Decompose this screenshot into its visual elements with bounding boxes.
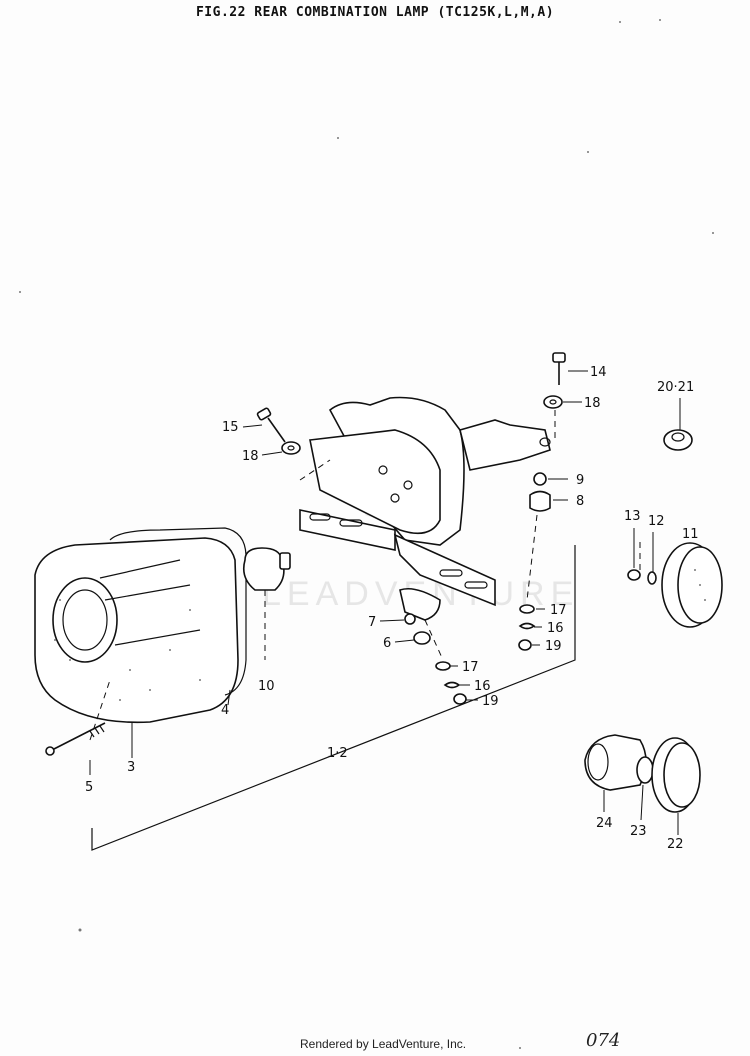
scan-specks: [19, 19, 714, 1049]
lamp-bracket: [299, 396, 551, 621]
leader-lines: [89, 370, 681, 835]
callout-5: 5: [85, 780, 93, 795]
assembly-bracket-line: [91, 545, 576, 851]
callout-14: 14: [590, 365, 607, 380]
reflector-lens-22: [651, 737, 701, 813]
footer-credit: Rendered by LeadVenture, Inc.: [300, 1037, 467, 1051]
callout-17: 17: [462, 660, 479, 675]
bracket-screw: [404, 613, 416, 625]
alignment-line: [526, 514, 538, 601]
lamp-gasket: [109, 527, 247, 696]
nut-19-left: [453, 693, 467, 705]
callout-18: 18: [242, 449, 259, 464]
callout-3: 3: [127, 760, 135, 775]
callout-1-2: 1·2: [327, 746, 348, 761]
tail-bulb: [242, 547, 291, 591]
callout-20-21: 20·21: [657, 380, 694, 395]
reflector-base-24: [584, 734, 647, 791]
washer-12: [647, 571, 657, 585]
callout-11: 11: [682, 527, 699, 542]
callout-22: 22: [667, 837, 684, 852]
washer-17-left: [435, 661, 451, 671]
washer-17-right: [519, 604, 535, 614]
callout-19: 19: [482, 694, 499, 709]
page-number: 074: [586, 1030, 621, 1051]
callout-18: 18: [584, 396, 601, 411]
lamp-housing: [34, 537, 239, 724]
callout-10: 10: [258, 679, 275, 694]
callout-24: 24: [596, 816, 613, 831]
callout-8: 8: [576, 494, 584, 509]
callout-19: 19: [545, 639, 562, 654]
callout-12: 12: [648, 514, 665, 529]
callout-23: 23: [630, 824, 647, 839]
figure-title: FIG.22 REAR COMBINATION LAMP (TC125K,L,M…: [195, 5, 555, 20]
lock-washer-16-left: [443, 681, 461, 689]
callout-7: 7: [368, 615, 376, 630]
callout-16: 16: [547, 621, 564, 636]
callout-9: 9: [576, 473, 584, 488]
washer-18-right: [543, 395, 563, 409]
grommet-20-21: [663, 429, 693, 451]
lens-screw: [45, 722, 106, 756]
callout-15: 15: [222, 420, 239, 435]
reflector-washer-23: [636, 756, 654, 784]
callout-6: 6: [383, 636, 391, 651]
nut-19-right: [518, 639, 532, 651]
bracket-nut: [413, 631, 431, 645]
callout-16: 16: [474, 679, 491, 694]
nut-13: [627, 569, 641, 581]
washer-18-left: [281, 441, 301, 455]
spacer-9: [533, 472, 547, 486]
alignment-line: [424, 619, 444, 661]
bolt-15: [256, 407, 286, 443]
callout-13: 13: [624, 509, 641, 524]
callout-4: 4: [221, 703, 229, 718]
damper-8: [529, 490, 551, 512]
lock-washer-16-right: [518, 622, 536, 630]
reflector-11: [661, 542, 723, 628]
bolt-14: [552, 352, 566, 385]
callout-17: 17: [550, 603, 567, 618]
